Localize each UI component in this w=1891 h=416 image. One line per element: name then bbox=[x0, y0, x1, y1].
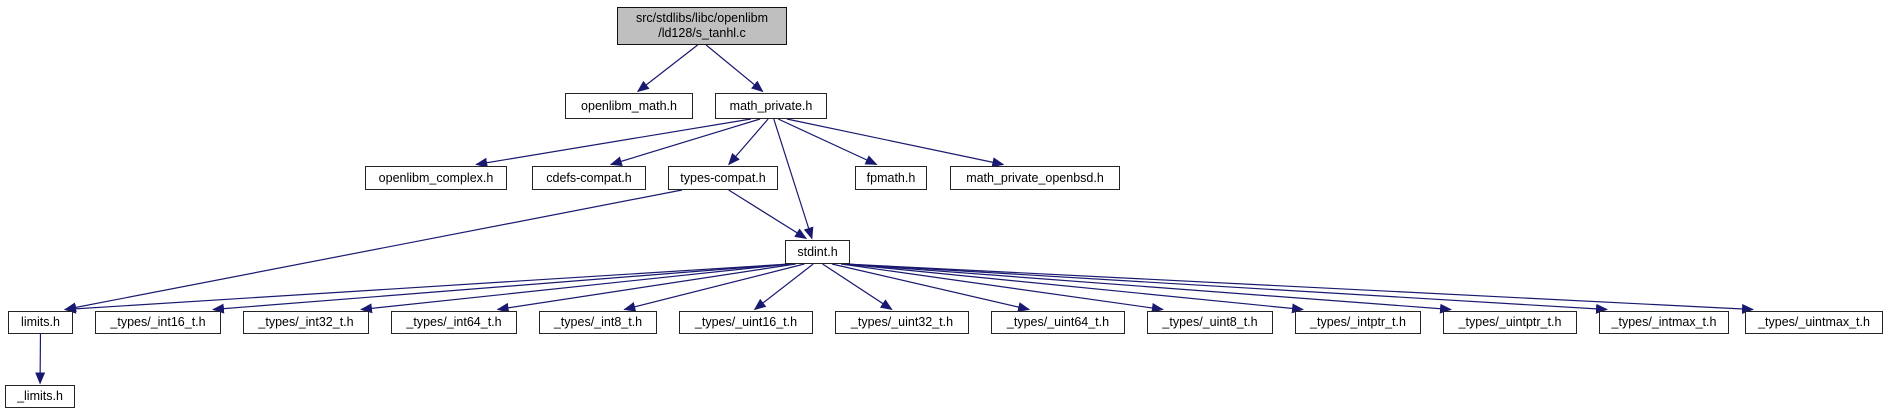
edge-s_tanhl-to-openlibm_math bbox=[636, 44, 698, 93]
edge-stdint-to-uint16 bbox=[753, 263, 814, 311]
node-types_compat[interactable]: types-compat.h bbox=[668, 166, 778, 190]
node-math_private[interactable]: math_private.h bbox=[715, 93, 827, 119]
node-limits[interactable]: limits.h bbox=[8, 311, 73, 334]
node-uintptr[interactable]: _types/_uintptr_t.h bbox=[1443, 311, 1577, 334]
edge-stdint-to-int32 bbox=[360, 263, 791, 314]
edge-stdint-to-int64 bbox=[496, 263, 796, 313]
node-intptr[interactable]: _types/_intptr_t.h bbox=[1295, 311, 1421, 334]
edge-s_tanhl-to-math_private bbox=[705, 44, 764, 93]
edge-stdint-to-intmax bbox=[844, 263, 1608, 314]
edge-types_compat-to-limits bbox=[64, 189, 683, 313]
edge-stdint-to-uintptr bbox=[844, 263, 1452, 314]
node-cdefs_compat[interactable]: cdefs-compat.h bbox=[532, 166, 646, 190]
edge-stdint-to-limits bbox=[64, 263, 791, 314]
edge-stdint-to-int8 bbox=[623, 263, 805, 312]
node-intmax[interactable]: _types/_intmax_t.h bbox=[1599, 311, 1729, 334]
node-openlibm_math[interactable]: openlibm_math.h bbox=[565, 93, 693, 119]
edge-stdint-to-uintmax bbox=[844, 263, 1754, 314]
node-openlibm_complex[interactable]: openlibm_complex.h bbox=[365, 166, 507, 190]
node-_limits[interactable]: _limits.h bbox=[5, 385, 75, 408]
edge-stdint-to-uint32 bbox=[822, 263, 893, 311]
edge-math_private-to-stdint bbox=[773, 118, 814, 240]
node-stdint[interactable]: stdint.h bbox=[785, 240, 850, 264]
edge-math_private-to-types_compat bbox=[728, 118, 769, 166]
node-uintmax[interactable]: _types/_uintmax_t.h bbox=[1745, 311, 1883, 334]
node-uint8[interactable]: _types/_uint8_t.h bbox=[1147, 311, 1273, 334]
node-int64[interactable]: _types/_int64_t.h bbox=[391, 311, 517, 334]
node-s_tanhl: src/stdlibs/libc/openlibm /ld128/s_tanhl… bbox=[617, 7, 787, 45]
node-fpmath[interactable]: fpmath.h bbox=[855, 166, 927, 190]
edge-stdint-to-int16 bbox=[212, 263, 791, 314]
node-int8[interactable]: _types/_int8_t.h bbox=[539, 311, 657, 334]
node-int16[interactable]: _types/_int16_t.h bbox=[95, 311, 221, 334]
edge-stdint-to-uint64 bbox=[831, 263, 1031, 312]
node-math_private_openbsd[interactable]: math_private_openbsd.h bbox=[950, 166, 1120, 190]
edge-math_private-to-math_private_openbsd bbox=[786, 118, 1005, 168]
node-uint32[interactable]: _types/_uint32_t.h bbox=[835, 311, 969, 334]
edge-math_private-to-openlibm_complex bbox=[475, 118, 751, 168]
edge-stdint-to-uint8 bbox=[840, 263, 1164, 313]
node-uint64[interactable]: _types/_uint64_t.h bbox=[991, 311, 1125, 334]
node-uint16[interactable]: _types/_uint16_t.h bbox=[679, 311, 813, 334]
edge-types_compat-to-stdint bbox=[728, 189, 808, 240]
edge-math_private-to-cdefs_compat bbox=[609, 118, 761, 167]
edge-math_private-to-fpmath bbox=[777, 118, 878, 166]
edge-stdint-to-intptr bbox=[844, 263, 1304, 314]
node-int32[interactable]: _types/_int32_t.h bbox=[243, 311, 369, 334]
